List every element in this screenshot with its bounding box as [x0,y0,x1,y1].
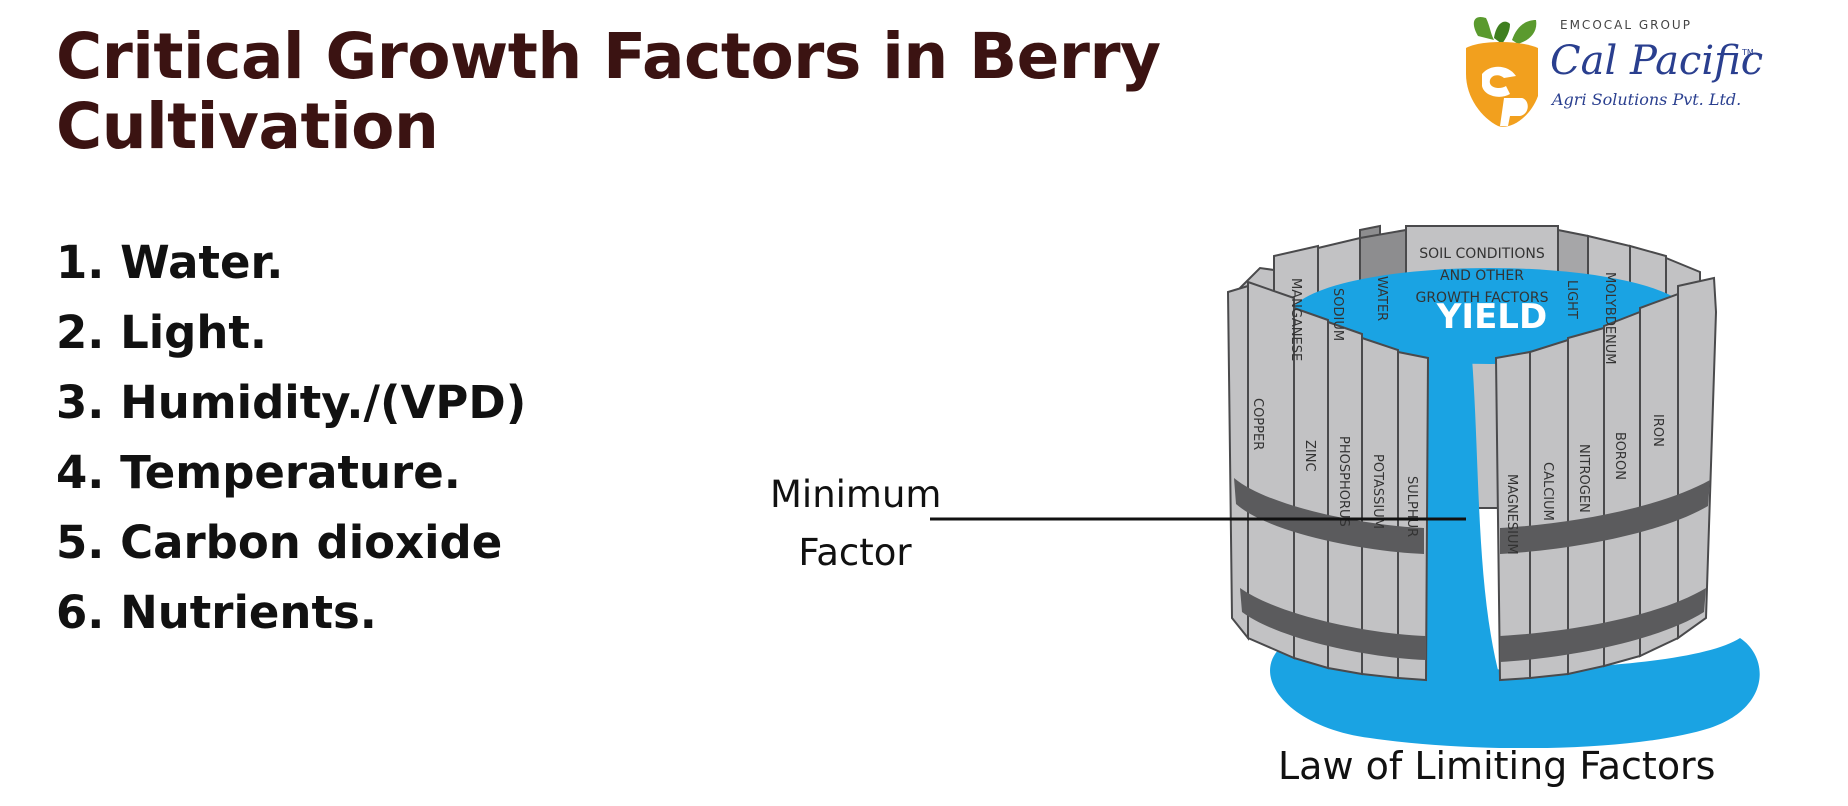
berry-leaf-logo-icon [1466,16,1538,127]
barrel-bands [1234,478,1710,662]
stave-label-calcium: CALCIUM [1540,462,1555,521]
stave-label-nitrogen: NITROGEN [1576,444,1591,513]
minimum-factor-label: Minimum Factor [770,466,942,582]
stave-label-copper: COPPER [1250,398,1265,450]
stave-label-phosphorus: PHOSPHORUS [1336,436,1351,527]
stave-label-sulphur: SULPHUR [1404,476,1419,537]
soil-line-1: SOIL CONDITIONS [1419,246,1545,262]
stave-label-boron: BORON [1612,432,1627,480]
stave-label-zinc: ZINC [1302,440,1317,472]
stave-label-molybdenum: MOLYBDENUM [1602,272,1617,365]
list-item: 2. Light. [56,306,268,359]
logo-subtitle: Agri Solutions Pvt. Ltd. [1552,90,1742,109]
front-staves-left [1226,280,1430,682]
logo-group-text: EMCOCAL GROUP [1560,18,1692,32]
minimum-factor-pointer [930,517,1466,521]
list-item: 1. Water. [56,236,284,289]
diagram-caption: Law of Limiting Factors [1278,744,1716,788]
minimum-factor-line-1: Minimum [770,473,942,516]
limiting-factors-barrel-diagram: YIELD SOIL CONDITIONS AND OTHER GROWTH F… [1226,224,1760,748]
yield-label: YIELD [1436,297,1547,337]
minimum-factor-line-2: Factor [798,531,912,574]
list-item: 6. Nutrients. [56,586,377,639]
list-item: 3. Humidity./(VPD) [56,376,527,429]
growth-factor-list: 1. Water. 2. Light. 3. Humidity./(VPD) 4… [56,228,526,648]
page-title: Critical Growth Factors in Berry Cultiva… [56,20,1161,163]
front-staves-right [1494,276,1718,682]
list-item: 5. Carbon dioxide [56,516,503,569]
stave-label-sodium: SODIUM [1330,288,1345,341]
soil-line-2: AND OTHER [1440,268,1524,284]
stave-label-light: LIGHT [1564,280,1579,319]
soil-line-3: GROWTH FACTORS [1415,290,1548,306]
stave-label-water: WATER [1374,276,1389,321]
stave-label-magnesium: MAGNESIUM [1504,474,1519,555]
company-logo: EMCOCAL GROUP Cal Pacific TM Agri Soluti… [1460,10,1764,130]
logo-name: Cal Pacific [1550,38,1764,84]
trademark-mark: TM [1742,48,1754,57]
stave-label-iron: IRON [1650,414,1665,447]
soil-conditions-label: SOIL CONDITIONS AND OTHER GROWTH FACTORS [1415,246,1548,306]
spilled-water [1270,638,1760,748]
stave-label-manganese: MANGANESE [1288,278,1303,361]
stave-label-potassium: POTASSIUM [1370,454,1385,529]
list-item: 4. Temperature. [56,446,461,499]
